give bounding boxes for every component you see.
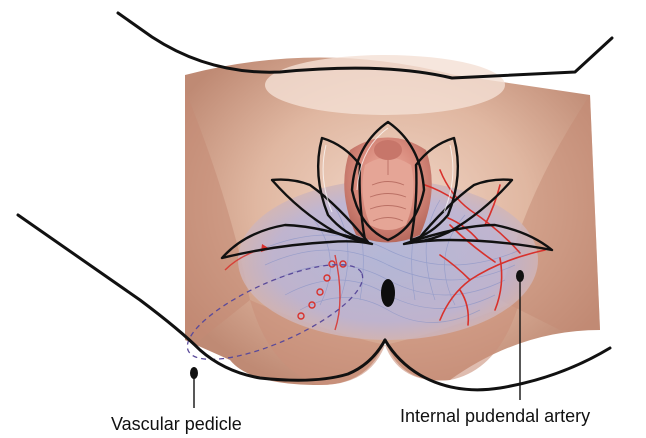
anus-marker <box>381 279 395 307</box>
clitoral-hood <box>374 140 402 160</box>
vascular-pedicle-label: Vascular pedicle <box>111 415 242 433</box>
vascular-pedicle-marker <box>190 367 198 379</box>
internal-pudendal-artery-label: Internal pudendal artery <box>400 407 590 425</box>
internal-pudendal-artery-marker <box>516 270 524 282</box>
abdomen-highlight <box>265 55 505 115</box>
